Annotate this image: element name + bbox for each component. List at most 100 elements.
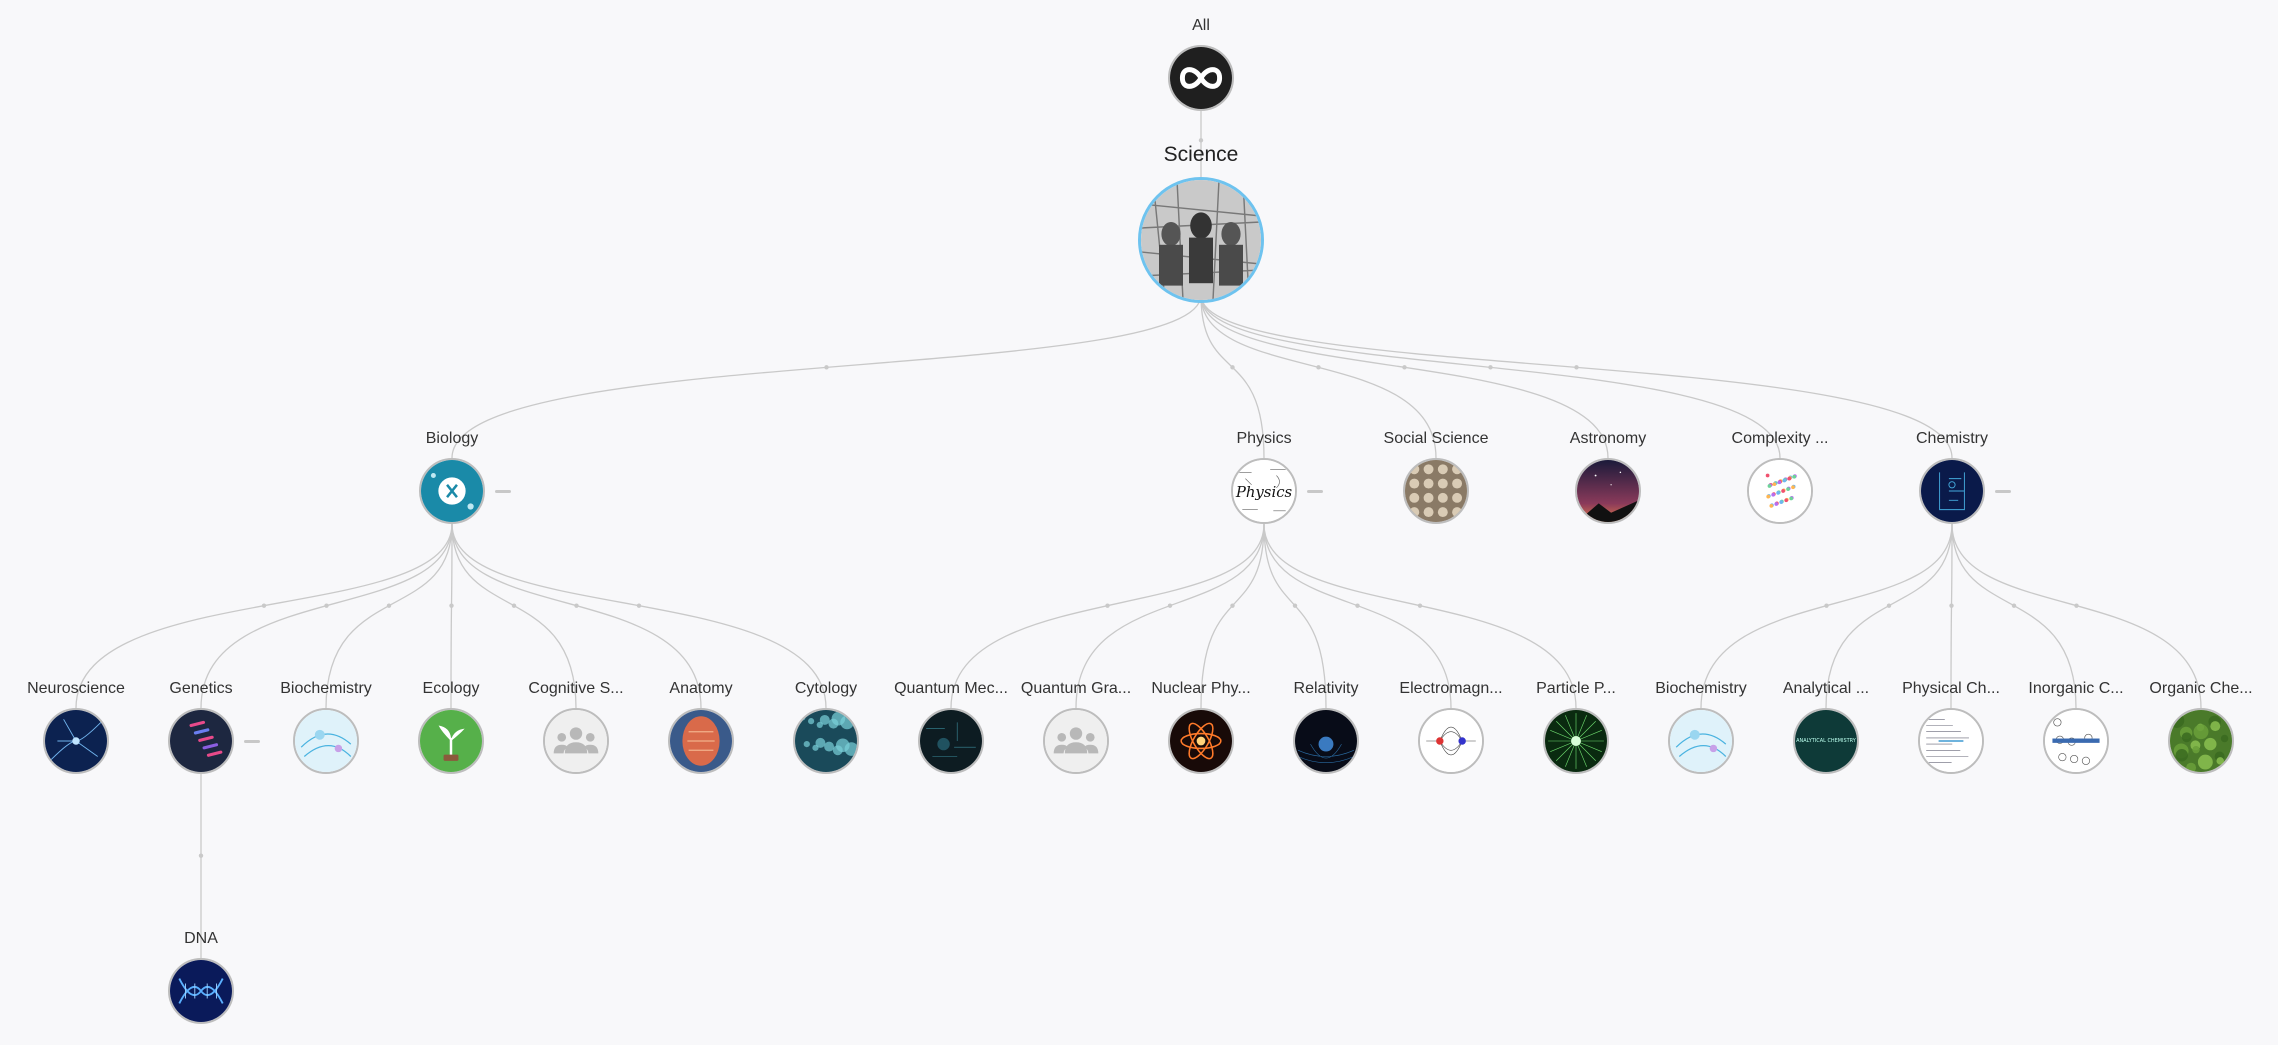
physics-icon: Physics	[1233, 460, 1295, 522]
node-chemistry-16[interactable]	[2043, 708, 2109, 774]
relativity-icon	[1295, 710, 1357, 772]
edge-arrow	[1402, 365, 1407, 370]
biology-icon	[421, 460, 483, 522]
analytical-chemistry-icon: ANALYTICAL CHEMISTRY	[1795, 710, 1857, 772]
node-chemistry[interactable]	[1919, 458, 1985, 524]
node-astronomy[interactable]	[1575, 458, 1641, 524]
edge-arrow	[574, 603, 579, 608]
node-physics-7-label: Quantum Mec...	[894, 680, 1008, 697]
node-complexity-label: Complexity ...	[1731, 430, 1829, 447]
biochemistry-icon	[295, 710, 357, 772]
svg-text:Physics: Physics	[1235, 483, 1293, 501]
edge-arrow	[324, 603, 329, 608]
people-icon	[1045, 710, 1107, 772]
svg-text:ANALYTICAL CHEMISTRY: ANALYTICAL CHEMISTRY	[1796, 738, 1857, 744]
node-biology-2-label: Biochemistry	[280, 680, 372, 697]
dna-icon	[170, 960, 232, 1022]
edge-science-biology	[451, 294, 1202, 459]
node-dna-label: DNA	[184, 930, 218, 947]
edge-arrow	[1417, 603, 1423, 608]
edge-arrow	[1230, 365, 1235, 370]
node-astronomy-label: Astronomy	[1569, 430, 1647, 447]
node-biology-label: Biology	[425, 430, 479, 447]
node-physics-11-label: Electromagn...	[1399, 680, 1503, 697]
node-physics[interactable]: Physics	[1231, 458, 1297, 524]
edge-arrow	[1886, 603, 1892, 608]
node-chemistry-label: Chemistry	[1915, 430, 1989, 447]
node-physics-10[interactable]	[1293, 708, 1359, 774]
people-icon	[545, 710, 607, 772]
node-all[interactable]	[1168, 45, 1234, 111]
node-biology-1[interactable]	[168, 708, 234, 774]
node-chemistry-14-label: Analytical ...	[1782, 680, 1870, 697]
node-complexity[interactable]	[1747, 458, 1813, 524]
electromagnetism-icon	[1420, 710, 1482, 772]
edge-arrow	[1292, 603, 1298, 608]
node-chemistry-17[interactable]	[2168, 708, 2234, 774]
node-physics-12-label: Particle P...	[1536, 680, 1616, 697]
node-chemistry-13-label: Biochemistry	[1655, 680, 1747, 697]
cytology-icon	[795, 710, 857, 772]
edge-arrow	[1949, 603, 1954, 608]
node-biology-collapse-toggle[interactable]	[495, 490, 511, 493]
node-social-science-label: Social Science	[1383, 430, 1489, 447]
node-physics-9[interactable]	[1168, 708, 1234, 774]
node-all-label: All	[1192, 17, 1210, 34]
node-biology-6-label: Cytology	[794, 680, 858, 697]
node-biology-1-collapse-toggle[interactable]	[244, 740, 260, 743]
node-physics-8[interactable]	[1043, 708, 1109, 774]
edge-arrow	[198, 853, 204, 858]
node-chemistry-15[interactable]	[1918, 708, 1984, 774]
node-chemistry-17-label: Organic Che...	[2149, 680, 2253, 697]
node-biology-3[interactable]	[418, 708, 484, 774]
node-biology-2[interactable]	[293, 708, 359, 774]
node-biology-4[interactable]	[543, 708, 609, 774]
edge-arrow	[1105, 603, 1110, 608]
ecology-icon	[420, 710, 482, 772]
genetics-icon	[170, 710, 232, 772]
node-physics-9-label: Nuclear Phy...	[1151, 680, 1251, 697]
edge-biology-child	[75, 523, 453, 709]
social-science-icon	[1405, 460, 1467, 522]
node-physics-8-label: Quantum Gra...	[1020, 680, 1132, 697]
neuroscience-icon	[45, 710, 107, 772]
node-physics-collapse-toggle[interactable]	[1307, 490, 1323, 493]
complexity-icon	[1749, 460, 1811, 522]
node-biology-5-label: Anatomy	[669, 680, 733, 697]
node-biology-4-label: Cognitive S...	[528, 680, 624, 697]
edge-arrow	[1316, 365, 1321, 370]
node-science-label: Science	[1163, 143, 1239, 166]
anatomy-icon	[670, 710, 732, 772]
science-engraving-icon	[1141, 180, 1261, 300]
node-social-science[interactable]	[1403, 458, 1469, 524]
node-science[interactable]	[1138, 177, 1264, 303]
nuclear-physics-icon	[1170, 710, 1232, 772]
node-physics-11[interactable]	[1418, 708, 1484, 774]
edge-arrow	[636, 603, 642, 608]
node-chemistry-13[interactable]	[1668, 708, 1734, 774]
node-biology-5[interactable]	[668, 708, 734, 774]
infinity-icon	[1170, 47, 1232, 109]
biochemistry-icon	[1670, 710, 1732, 772]
node-physics-12[interactable]	[1543, 708, 1609, 774]
node-chemistry-collapse-toggle[interactable]	[1995, 490, 2011, 493]
edge-arrow	[1167, 603, 1173, 608]
node-physics-10-label: Relativity	[1293, 680, 1359, 697]
particle-physics-icon	[1545, 710, 1607, 772]
node-biology-3-label: Ecology	[422, 680, 480, 697]
edge-arrow	[1198, 138, 1204, 143]
node-biology-0[interactable]	[43, 708, 109, 774]
edge-arrow	[1824, 603, 1829, 608]
edge-arrow	[449, 603, 454, 608]
edge-arrow	[2074, 603, 2079, 608]
node-dna[interactable]	[168, 958, 234, 1024]
node-chemistry-14[interactable]: ANALYTICAL CHEMISTRY	[1793, 708, 1859, 774]
node-chemistry-15-label: Physical Ch...	[1902, 680, 2000, 697]
node-physics-7[interactable]	[918, 708, 984, 774]
node-biology[interactable]	[419, 458, 485, 524]
edge-arrow	[386, 603, 392, 608]
node-biology-6[interactable]	[793, 708, 859, 774]
inorganic-chemistry-icon	[2045, 710, 2107, 772]
edge-biology-child	[451, 523, 827, 709]
